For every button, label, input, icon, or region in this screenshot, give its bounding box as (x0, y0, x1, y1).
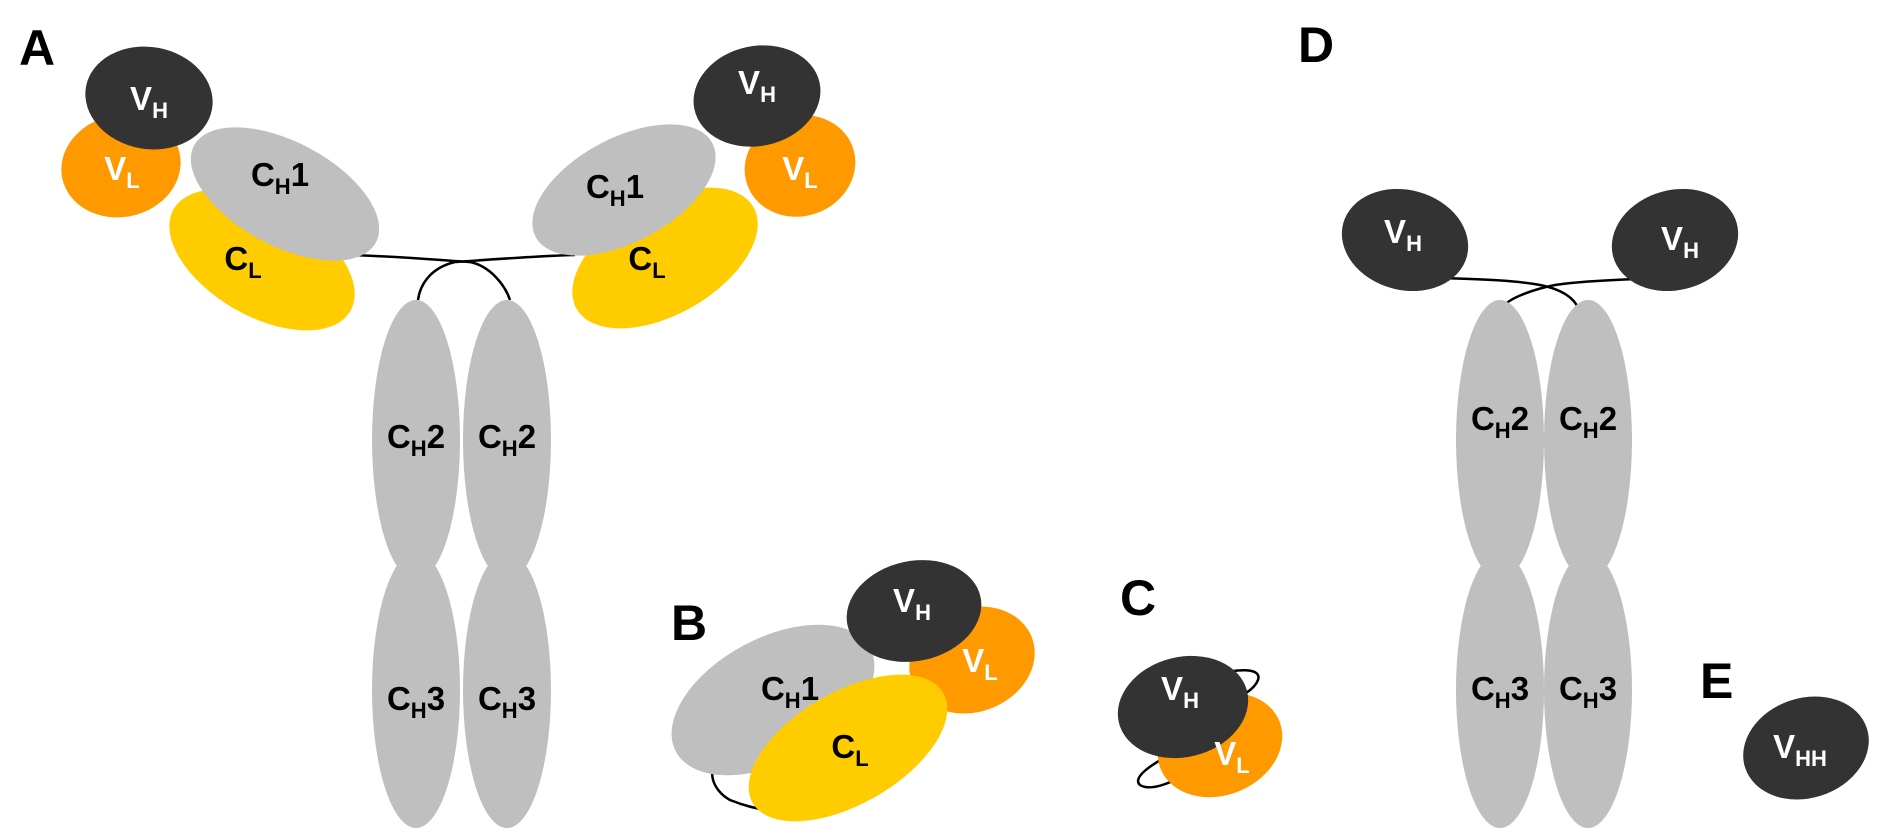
label-ch1-b: CH1 (761, 670, 819, 713)
label-vl-left: VL (104, 150, 139, 193)
label-vl-right: VL (782, 150, 817, 193)
domain-ch3-left (372, 552, 460, 828)
domain-vh-b (846, 560, 982, 662)
label-cl-right: CL (628, 240, 665, 283)
hinge-linker-right (416, 253, 576, 301)
domain-ch2-right (463, 300, 551, 580)
label-ch1-left: CH1 (251, 156, 309, 199)
label-ch3-right: CH3 (478, 680, 536, 723)
panel-e-vhh: VHH E (1700, 653, 1869, 800)
label-vh-right: VH (738, 64, 776, 107)
domain-ch1-right (532, 124, 716, 256)
hinge-linker-left (349, 253, 512, 301)
domain-vh-c (1117, 655, 1249, 759)
panel-letter-c: C (1120, 570, 1156, 626)
panel-letter-b: B (671, 595, 707, 651)
panel-b-fab: VH VL CH1 CL B (671, 560, 1035, 822)
panel-letter-a: A (19, 20, 55, 76)
panel-letter-e: E (1700, 653, 1733, 709)
label-vl-b: VL (962, 642, 997, 685)
label-ch2-right: CH2 (478, 418, 536, 461)
domain-ch3-d-right (1544, 552, 1632, 828)
label-vh-d-right: VH (1661, 220, 1699, 263)
panel-c-scfv: VH VL C (1117, 570, 1283, 798)
label-ch2-d-left: CH2 (1471, 400, 1529, 443)
label-ch3-d-left: CH3 (1471, 670, 1529, 713)
domain-vh-left (85, 46, 213, 150)
label-ch1-right: CH1 (586, 168, 644, 211)
domain-cl-b (748, 674, 948, 822)
label-vh-b: VH (893, 582, 931, 625)
label-vh-left: VH (130, 80, 168, 123)
hinge-linker-d-left (1439, 276, 1580, 309)
panel-letter-d: D (1298, 17, 1334, 73)
label-cl-b: CL (831, 728, 868, 771)
label-vhh-e: VHH (1773, 728, 1827, 771)
domain-vh-d-right (1611, 188, 1739, 292)
label-vl-c: VL (1214, 735, 1249, 778)
domain-vh-d-left (1341, 188, 1469, 292)
label-vh-c: VH (1161, 670, 1199, 713)
label-vh-d-left: VH (1384, 213, 1422, 256)
label-cl-left: CL (224, 240, 261, 283)
label-ch3-d-right: CH3 (1559, 670, 1617, 713)
label-ch2-d-right: CH2 (1559, 400, 1617, 443)
domain-vhh-e (1743, 696, 1869, 800)
label-ch3-left: CH3 (387, 680, 445, 723)
domain-ch2-d-right (1544, 300, 1632, 580)
panel-a-igg: VH VL CH1 CL VH VL CH1 CL CH2 CH2 CH3 CH… (19, 20, 856, 828)
domain-ch1-left (190, 127, 380, 261)
panel-d-hcab: VH VH CH2 CH2 CH3 CH3 D (1298, 17, 1739, 828)
label-ch2-left: CH2 (387, 418, 445, 461)
domain-ch2-left (372, 300, 460, 580)
linker-c-bottom (1136, 753, 1176, 789)
domain-ch2-d-left (1456, 300, 1544, 580)
domain-vh-right (693, 45, 821, 147)
domain-ch3-d-left (1456, 552, 1544, 828)
domain-ch3-right (463, 552, 551, 828)
